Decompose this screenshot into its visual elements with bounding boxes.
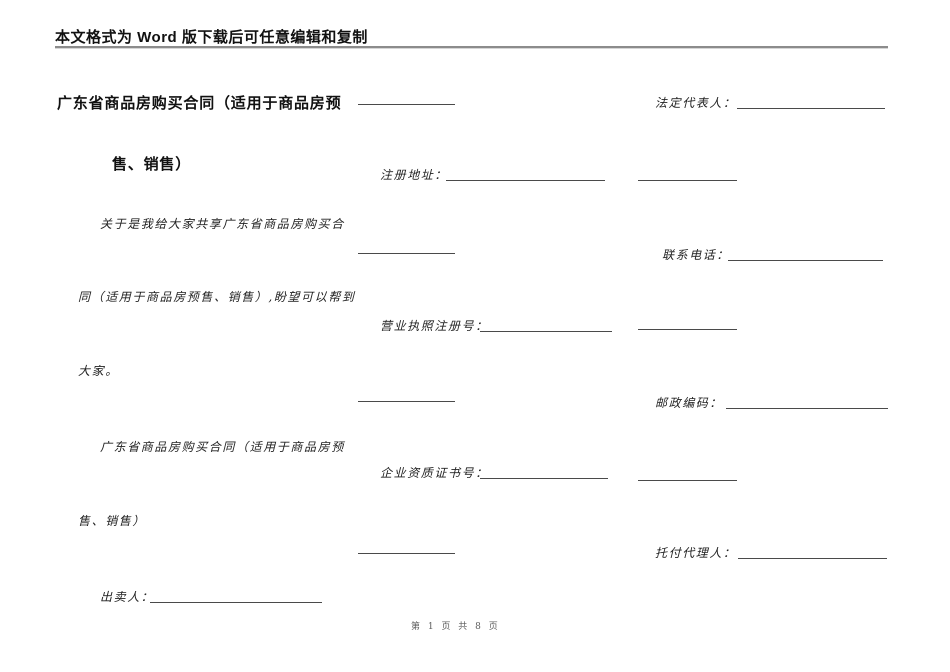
- field-blank-seller[interactable]: [150, 602, 322, 603]
- header-rule: [55, 46, 888, 49]
- blank-line-continuation-business-license-no[interactable]: [638, 329, 737, 330]
- field-blank-business-license-no[interactable]: [480, 331, 612, 332]
- blank-line-continuation-registered-address[interactable]: [638, 180, 737, 181]
- blank-line-continuation-postal-code[interactable]: [358, 401, 455, 402]
- intro-paragraph-line3: 大家。: [78, 364, 119, 378]
- blank-line-continuation-contact-phone[interactable]: [358, 253, 455, 254]
- field-blank-registered-address[interactable]: [446, 180, 605, 181]
- field-blank-postal-code[interactable]: [726, 408, 888, 409]
- subtitle-line1: 广东省商品房购买合同（适用于商品房预: [100, 440, 345, 454]
- field-blank-contact-phone[interactable]: [728, 260, 883, 261]
- field-label-registered-address: 注册地址：: [380, 168, 449, 182]
- page-number-footer: 第 1 页 共 8 页: [411, 622, 501, 632]
- field-label-business-license-no: 营业执照注册号：: [380, 319, 489, 333]
- field-blank-qualification-cert-no[interactable]: [480, 478, 608, 479]
- blank-line-continuation-qualification-cert-no[interactable]: [638, 480, 737, 481]
- blank-line-continuation-entrusted-agent[interactable]: [358, 553, 455, 554]
- field-blank-legal-representative[interactable]: [737, 108, 885, 109]
- intro-paragraph-line1: 关于是我给大家共享广东省商品房购买合: [100, 217, 345, 231]
- subtitle-line2: 售、销售）: [78, 514, 147, 528]
- blank-line-continuation-legal-representative[interactable]: [358, 104, 455, 105]
- field-label-contact-phone: 联系电话：: [662, 248, 731, 262]
- field-label-seller: 出卖人：: [100, 590, 155, 604]
- field-label-entrusted-agent: 托付代理人：: [655, 546, 737, 560]
- doc-title-line1: 广东省商品房购买合同（适用于商品房预: [57, 95, 342, 112]
- field-blank-entrusted-agent[interactable]: [738, 558, 887, 559]
- intro-paragraph-line2: 同（适用于商品房预售、销售）,盼望可以帮到: [78, 290, 356, 304]
- doc-title-line2: 售、销售）: [112, 156, 192, 173]
- header-notice: 本文格式为 Word 版下载后可任意编辑和复制: [55, 29, 368, 46]
- field-label-legal-representative: 法定代表人：: [655, 96, 737, 110]
- field-label-qualification-cert-no: 企业资质证书号：: [380, 466, 489, 480]
- field-label-postal-code: 邮政编码：: [655, 396, 724, 410]
